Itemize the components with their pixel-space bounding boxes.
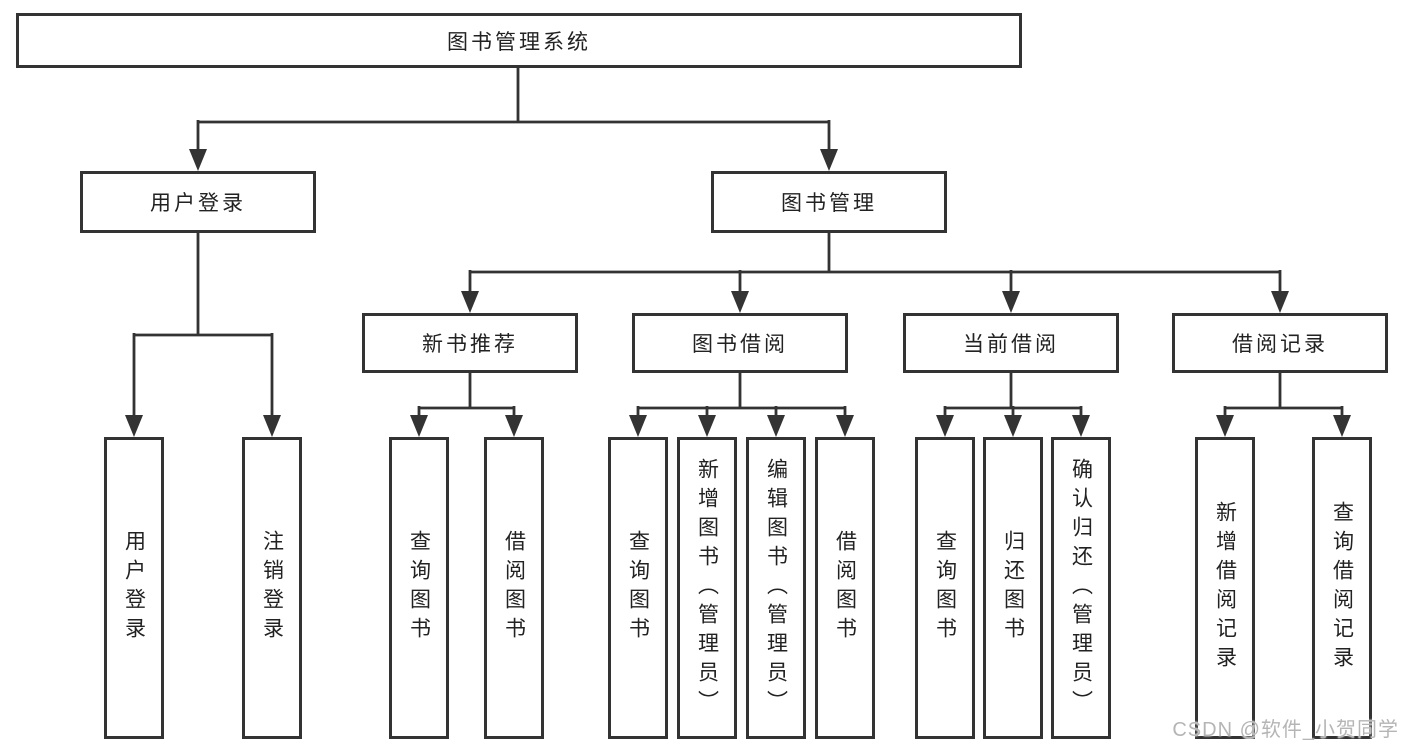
node-label: 图书管理系统 xyxy=(447,30,591,54)
arrow-icon xyxy=(505,415,523,437)
node-logout-action: 注销登录 xyxy=(242,437,302,739)
connector-borrowing-to-leaves xyxy=(636,373,847,430)
arrow-icon xyxy=(1002,291,1020,313)
connector-bookmgmt-to-level3 xyxy=(468,233,1282,306)
arrow-icon xyxy=(1216,415,1234,437)
arrow-icon xyxy=(410,415,428,437)
node-borrowing-records: 借阅记录 xyxy=(1172,313,1388,373)
watermark: CSDN @软件_小贺同学 xyxy=(1172,719,1399,741)
node-label: 图书借阅 xyxy=(692,333,788,356)
node-label: 注销登录 xyxy=(260,530,284,646)
node-book-management: 图书管理 xyxy=(711,171,947,233)
arrow-icon xyxy=(629,415,647,437)
node-label: 新增借阅记录 xyxy=(1213,501,1237,675)
arrow-icon xyxy=(189,149,207,171)
connector-root-to-level2 xyxy=(196,68,831,162)
node-borrow-books-borrowing: 借阅图书 xyxy=(815,437,875,739)
arrow-icon xyxy=(1333,415,1351,437)
node-label: 借阅记录 xyxy=(1232,333,1328,356)
node-label: 新增图书（管理员） xyxy=(695,457,719,719)
node-user-login: 用户登录 xyxy=(80,171,316,233)
node-label: 确认归还（管理员） xyxy=(1069,457,1093,719)
node-label: 查询图书 xyxy=(933,530,957,646)
node-book-borrowing: 图书借阅 xyxy=(632,313,848,373)
arrow-icon xyxy=(263,415,281,437)
node-label: 查询图书 xyxy=(626,530,650,646)
arrow-icon xyxy=(461,291,479,313)
node-return-books: 归还图书 xyxy=(983,437,1043,739)
node-user-login-action: 用户登录 xyxy=(104,437,164,739)
node-label: 归还图书 xyxy=(1001,530,1025,646)
arrow-icon xyxy=(820,149,838,171)
node-add-borrow-record: 新增借阅记录 xyxy=(1195,437,1255,739)
node-label: 用户登录 xyxy=(150,192,246,215)
node-label: 图书管理 xyxy=(781,192,877,215)
arrow-icon xyxy=(1271,291,1289,313)
node-label: 借阅图书 xyxy=(502,530,526,646)
node-query-books-recommend: 查询图书 xyxy=(389,437,449,739)
arrow-icon xyxy=(767,415,785,437)
arrow-icon xyxy=(936,415,954,437)
node-label: 用户登录 xyxy=(122,530,146,646)
arrow-icon xyxy=(1004,415,1022,437)
arrowheads xyxy=(125,149,1351,437)
arrow-icon xyxy=(731,291,749,313)
node-label: 新书推荐 xyxy=(422,333,518,356)
node-current-borrowing: 当前借阅 xyxy=(903,313,1119,373)
node-new-book-recommend: 新书推荐 xyxy=(362,313,578,373)
node-confirm-return-admin: 确认归还（管理员） xyxy=(1051,437,1111,739)
node-root: 图书管理系统 xyxy=(16,13,1022,68)
arrow-icon xyxy=(125,415,143,437)
node-label: 编辑图书（管理员） xyxy=(764,457,788,719)
arrow-icon xyxy=(1072,415,1090,437)
node-query-books-borrowing: 查询图书 xyxy=(608,437,668,739)
node-label: 当前借阅 xyxy=(963,333,1059,356)
node-add-books-admin: 新增图书（管理员） xyxy=(677,437,737,739)
node-query-books-current: 查询图书 xyxy=(915,437,975,739)
connector-userlogin-to-leaves xyxy=(132,233,274,428)
node-edit-books-admin: 编辑图书（管理员） xyxy=(746,437,806,739)
arrow-icon xyxy=(698,415,716,437)
arrow-icon xyxy=(836,415,854,437)
node-label: 借阅图书 xyxy=(833,530,857,646)
connector-newbook-to-leaves xyxy=(417,373,516,430)
node-label: 查询图书 xyxy=(407,530,431,646)
node-label: 查询借阅记录 xyxy=(1330,501,1354,675)
node-borrow-books-recommend: 借阅图书 xyxy=(484,437,544,739)
connector-records-to-leaves xyxy=(1223,373,1344,430)
node-query-borrow-record: 查询借阅记录 xyxy=(1312,437,1372,739)
